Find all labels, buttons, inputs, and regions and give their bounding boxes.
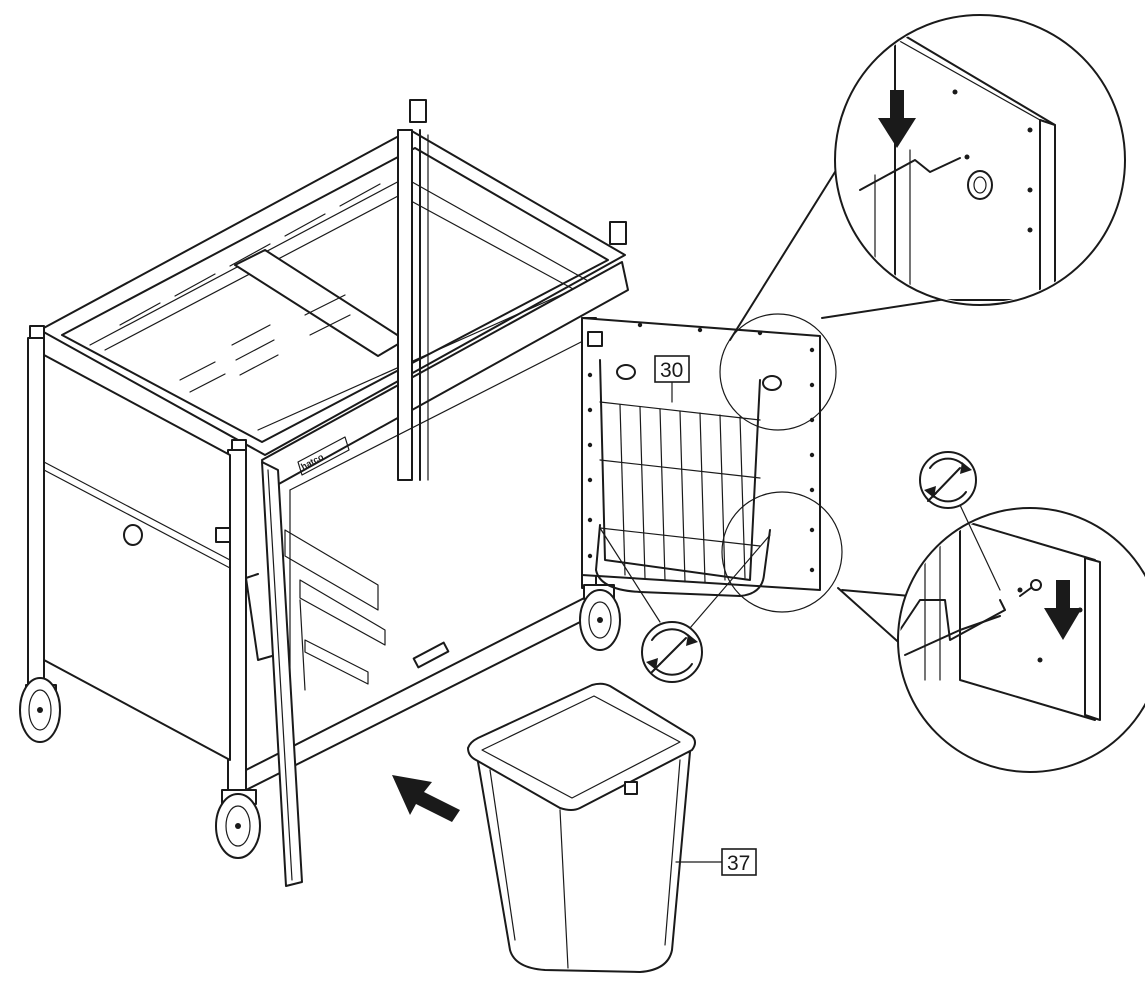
callout-37-text: 37	[727, 852, 750, 875]
front-door	[245, 461, 303, 887]
down-arrow-icon	[1044, 580, 1082, 640]
caster-rear-right	[579, 584, 621, 651]
detail-view-bottom	[837, 507, 1145, 773]
inner-baskets	[284, 529, 386, 691]
detail-view-top	[729, 14, 1126, 341]
arrow-icon	[392, 775, 460, 822]
caster-front-left	[19, 677, 61, 743]
waste-bin	[467, 682, 696, 973]
screwdriver-rotation-icon	[599, 527, 771, 683]
rail-slots	[119, 183, 381, 393]
callout-30: 30	[654, 355, 690, 383]
wire-basket	[595, 359, 771, 597]
callout-30-text: 30	[660, 359, 683, 382]
callout-37: 37	[675, 848, 757, 876]
down-arrow-icon	[878, 90, 916, 148]
screw-icon	[1019, 579, 1042, 597]
screwdriver-rotation-icon	[919, 451, 1001, 591]
cart-frame: hatco	[27, 99, 629, 791]
caster-front-right	[215, 789, 261, 859]
